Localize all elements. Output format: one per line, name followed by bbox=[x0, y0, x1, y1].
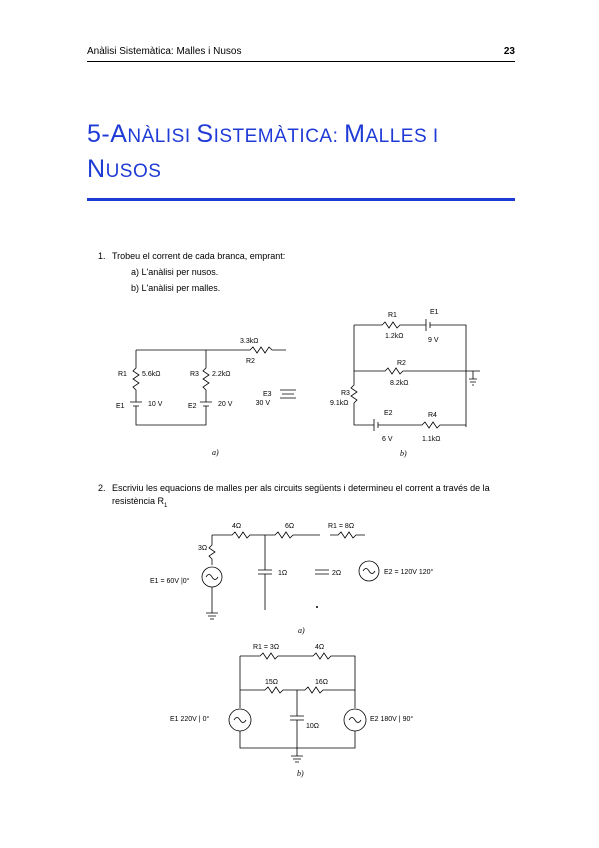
fig2a-r3: 3Ω bbox=[198, 545, 207, 552]
exercise-1-number: 1. bbox=[98, 251, 106, 261]
fig2b-r15: 15Ω bbox=[265, 679, 278, 686]
fig1b-caption: b) bbox=[400, 449, 407, 458]
fig1b-r3-value: 9.1kΩ bbox=[330, 400, 348, 407]
circuit-2a: 3Ω 4Ω 6Ω R1 = 8Ω E1 = 60V |0° 1Ω 2Ω E2 =… bbox=[150, 523, 434, 635]
fig2b-c: 10Ω bbox=[306, 723, 319, 730]
fig1b-r1: R1 bbox=[388, 312, 397, 319]
fig1a-e1: E1 bbox=[116, 403, 125, 410]
fig2b-caption: b) bbox=[297, 769, 304, 778]
exercise-2-number: 2. bbox=[98, 483, 106, 493]
fig2b-e2: E2 180V | 90° bbox=[370, 715, 413, 723]
fig1b-r3: R3 bbox=[341, 390, 350, 397]
fig2b-r4: 4Ω bbox=[315, 644, 324, 651]
fig1b-r4: R4 bbox=[428, 412, 437, 419]
fig2b-r1: R1 = 3Ω bbox=[253, 644, 279, 651]
fig1b-r2: R2 bbox=[397, 360, 406, 367]
fig1b-e1: E1 bbox=[430, 309, 439, 316]
fig1a-caption: a) bbox=[212, 448, 219, 457]
fig2a-r6: 6Ω bbox=[285, 523, 294, 530]
fig2a-e1: E1 = 60V |0° bbox=[150, 577, 190, 585]
title-rule bbox=[87, 198, 515, 201]
fig1a-e2-value: 20 V bbox=[218, 401, 233, 408]
fig1a-r2: R2 bbox=[246, 358, 255, 365]
fig2b-r16: 16Ω bbox=[315, 679, 328, 686]
fig1b-r2-value: 8.2kΩ bbox=[390, 380, 408, 387]
circuit-1a: R1 5.6kΩ R3 2.2kΩ 3.3kΩ R2 E1 10 V E2 20… bbox=[116, 338, 296, 457]
fig1a-r1-value: 5.6kΩ bbox=[142, 371, 160, 378]
fig1b-r1-value: 1.2kΩ bbox=[385, 333, 403, 340]
fig1a-r2-value: 3.3kΩ bbox=[240, 338, 258, 345]
fig1a-r1: R1 bbox=[118, 371, 127, 378]
fig2a-r1: R1 = 8Ω bbox=[328, 523, 354, 530]
fig1a-r3: R3 bbox=[190, 371, 199, 378]
fig1a-e2: E2 bbox=[188, 403, 197, 410]
fig1b-e2: E2 bbox=[384, 410, 393, 417]
fig2a-caption: a) bbox=[298, 626, 305, 635]
running-header-title: Anàlisi Sistemàtica: Malles i Nusos bbox=[87, 46, 242, 57]
exercise-2-text: Escriviu les equacions de malles per als… bbox=[112, 483, 490, 509]
fig1a-e3-value: 30 V bbox=[256, 400, 271, 407]
fig1a-e1-value: 10 V bbox=[148, 401, 163, 408]
fig1a-r3-value: 2.2kΩ bbox=[212, 371, 230, 378]
fig2b-e1: E1 220V | 0° bbox=[170, 715, 209, 723]
header-rule bbox=[87, 61, 515, 62]
fig2a-e2: E2 = 120V 120° bbox=[384, 568, 434, 576]
exercise-1-part-a: a) L'anàlisi per nusos. bbox=[131, 267, 219, 277]
fig1b-r4-value: 1.1kΩ bbox=[422, 436, 440, 443]
fig2a-c2: 2Ω bbox=[332, 570, 341, 577]
circuit-2b: R1 = 3Ω 4Ω 15Ω 16Ω E1 220V | 0° 10Ω E2 1… bbox=[170, 644, 413, 778]
fig2a-r4: 4Ω bbox=[232, 523, 241, 530]
fig1b-e2-value: 6 V bbox=[382, 436, 393, 443]
chapter-title: 5-ANÀLISI SISTEMÀTICA: MALLES I NUSOS bbox=[87, 120, 439, 183]
fig2a-c1: 1Ω bbox=[278, 570, 287, 577]
fig1a-e3: E3 bbox=[263, 391, 272, 398]
fig1b-e1-value: 9 V bbox=[428, 337, 439, 344]
exercise-1-part-b: b) L'anàlisi per malles. bbox=[131, 283, 221, 293]
page-number: 23 bbox=[503, 46, 515, 57]
exercise-1-text: Trobeu el corrent de cada branca, empran… bbox=[112, 251, 286, 261]
circuit-1b: R1 1.2kΩ E1 9 V R2 8.2kΩ R3 9.1kΩ E2 6 V… bbox=[330, 309, 480, 458]
